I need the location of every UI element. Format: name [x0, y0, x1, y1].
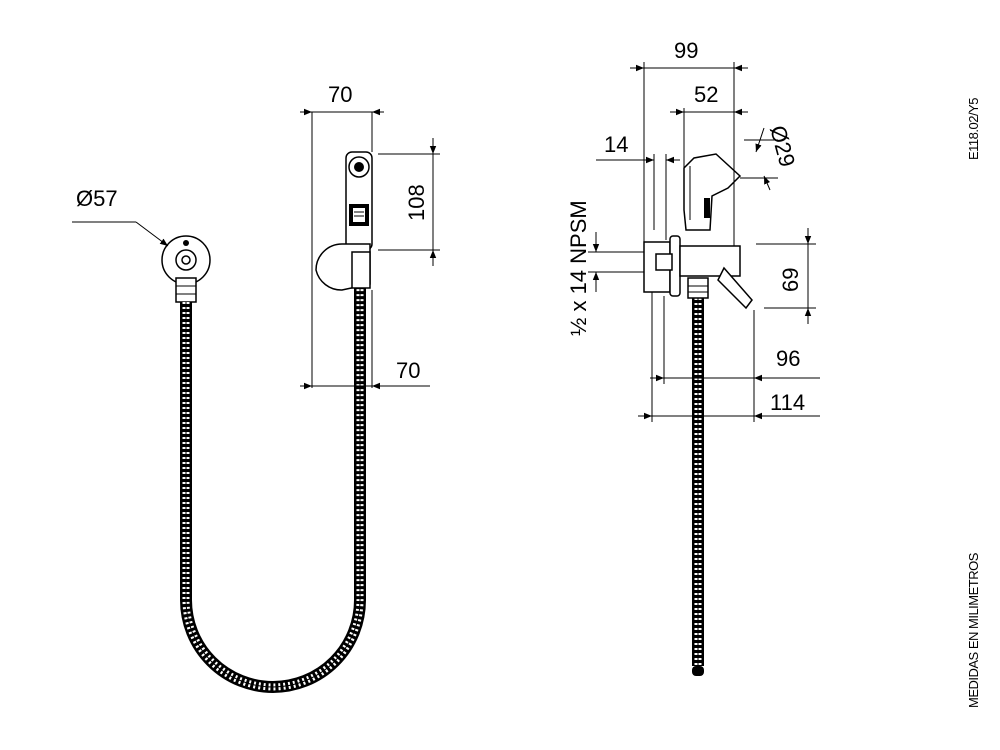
wall-holder	[315, 243, 371, 291]
side-depth-mid-label: 96	[776, 346, 800, 371]
front-height-label: 108	[404, 184, 429, 221]
side-view: 99 52 14 Ø29	[566, 38, 820, 676]
side-head-width-label: 52	[694, 82, 718, 107]
side-depth-mid-dimension: 96	[650, 296, 820, 384]
front-bottom-width-label: 70	[396, 358, 420, 383]
flange-diameter-label: Ø57	[76, 186, 118, 211]
side-offset-dimension: 14	[596, 132, 680, 240]
side-depth-total-label: 114	[770, 390, 805, 415]
wall-flange	[161, 235, 211, 303]
side-total-width-dimension: 99	[630, 38, 748, 246]
side-valve-height-dimension: 69	[756, 228, 816, 324]
front-top-width-dimension: 70	[300, 82, 384, 272]
front-height-dimension: 108	[378, 138, 440, 266]
side-valve-body	[643, 235, 753, 310]
side-head-width-dimension: 52	[670, 82, 748, 168]
model-code: E118.02/Y5	[966, 98, 981, 160]
front-bottom-width-dimension: 70	[300, 272, 430, 390]
flexible-hose	[180, 284, 366, 693]
side-depth-total-dimension: 114	[638, 292, 820, 422]
flange-diameter-dimension: Ø57	[72, 186, 169, 247]
side-offset-label: 14	[604, 132, 628, 157]
side-hose	[692, 298, 704, 676]
thread-spec-dimension: ½ x 14 NPSM	[566, 200, 644, 336]
spray-head-front	[345, 151, 373, 251]
side-nozzle-diameter-dimension: Ø29	[740, 123, 800, 191]
units-note: MEDIDAS EN MILIMETROS	[966, 552, 981, 708]
spray-head-side	[683, 153, 742, 231]
thread-spec-label: ½ x 14 NPSM	[566, 200, 591, 336]
front-top-width-label: 70	[328, 82, 352, 107]
side-nozzle-diameter-label: Ø29	[765, 123, 800, 170]
side-valve-height-label: 69	[778, 268, 803, 292]
front-view: Ø57 70	[72, 82, 440, 693]
side-total-width-label: 99	[674, 38, 698, 63]
